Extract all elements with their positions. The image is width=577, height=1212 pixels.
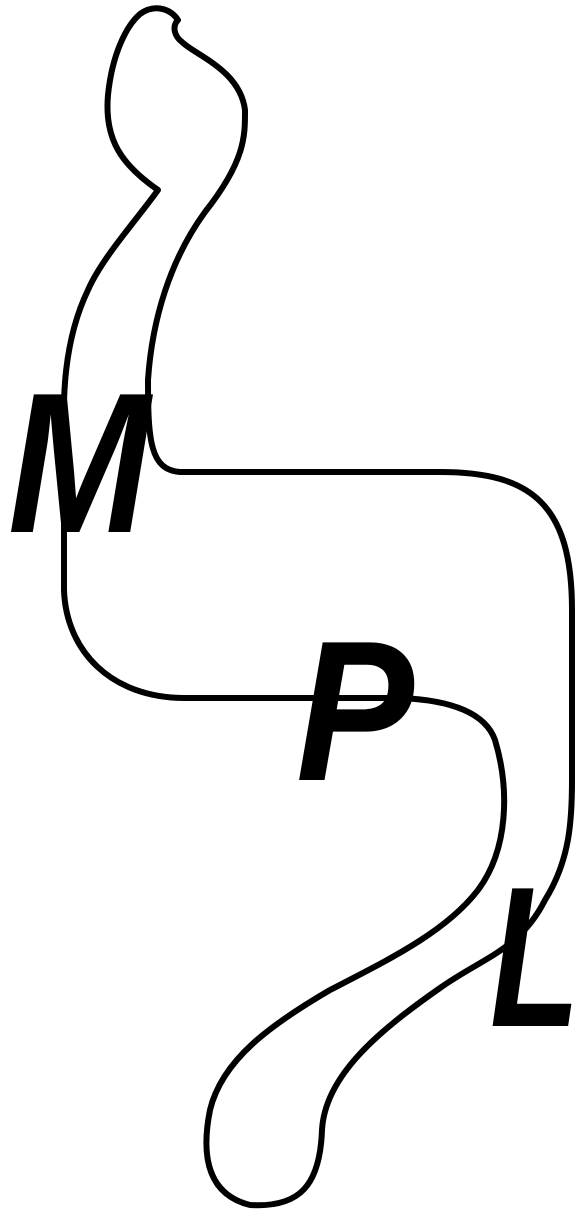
label-m: M bbox=[8, 352, 154, 575]
label-p: P bbox=[296, 600, 415, 823]
label-l: L bbox=[490, 846, 577, 1069]
